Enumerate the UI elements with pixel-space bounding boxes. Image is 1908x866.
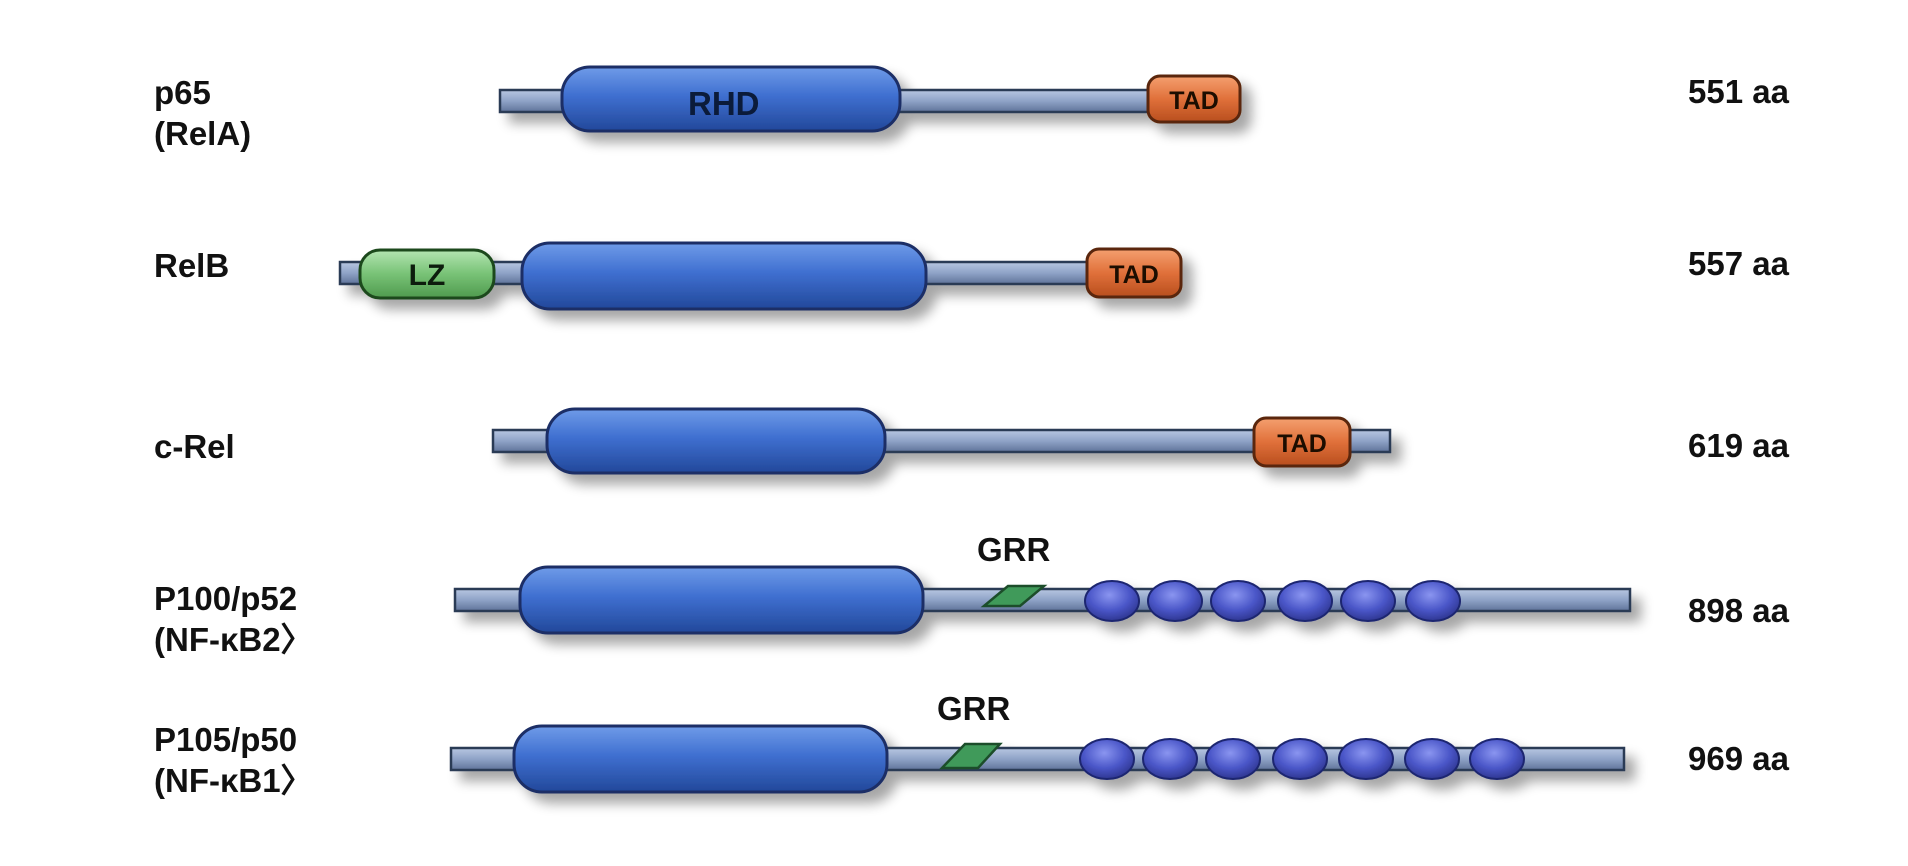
protein-name: P100/p52 [154,580,298,617]
ankyrin-repeat [1340,580,1396,622]
tad-label: TAD [1169,87,1219,115]
rhd-label: RHD [688,85,760,122]
ankyrin-repeats [1079,738,1525,780]
tad-label: TAD [1109,261,1159,289]
tad-domain [1252,416,1352,468]
lz-domain [358,248,496,300]
protein-label-p105: P105/p50 (NF-κB1〉 [154,719,314,801]
tad-domain [1146,74,1242,124]
length-label-c-rel: 619 aa [1688,427,1789,464]
ankyrin-repeat [1079,738,1135,780]
grr-label-p100: GRR [977,531,1051,568]
grr-label-p105: GRR [937,690,1011,727]
protein-name: P105/p50 [154,721,298,758]
ankyrin-repeat [1277,580,1333,622]
length-label-p105: 969 aa [1688,740,1789,777]
ankyrin-repeat [1405,580,1461,622]
grr-motif [939,742,1003,770]
tad-domain [1085,247,1183,299]
rhd-domain [518,565,925,635]
ankyrin-repeat [1205,738,1261,780]
protein-name: c-Rel [154,428,235,465]
protein-track-p100 [453,565,1632,635]
rhd-domain [545,407,887,475]
protein-alias: (NF-κB2〉 [154,621,314,658]
grr-motif [980,584,1048,608]
protein-track-relb: LZ TAD [338,241,1183,311]
protein-name: RelB [154,247,230,284]
length-label-p100: 898 aa [1688,592,1789,629]
protein-track-p65: TAD [498,65,1242,133]
ankyrin-repeats [1084,580,1461,622]
protein-alias: (RelA) [154,115,252,152]
length-label-relb: 557 aa [1688,245,1789,282]
ankyrin-repeat [1147,580,1203,622]
rhd-domain [512,724,889,794]
protein-track-c-rel: TAD [491,407,1392,475]
ankyrin-repeat [1272,738,1328,780]
ankyrin-repeat [1210,580,1266,622]
protein-alias: (NF-κB1〉 [154,762,314,799]
lz-label: LZ [409,259,446,292]
protein-name: p65 [154,74,211,111]
ankyrin-repeat [1084,580,1140,622]
rhd-domain [520,241,928,311]
ankyrin-repeat [1338,738,1394,780]
ankyrin-repeat [1404,738,1460,780]
ankyrin-repeat [1469,738,1525,780]
ankyrin-repeat [1142,738,1198,780]
tad-label: TAD [1277,430,1327,458]
rhd-domain [560,65,902,133]
length-label-p65: 551 aa [1688,73,1789,110]
protein-label-p100: P100/p52 (NF-κB2〉 [154,578,314,660]
protein-label-p65: p65 (RelA) [154,72,251,154]
protein-label-relb: RelB [154,245,229,286]
protein-track-p105 [449,724,1626,794]
protein-label-c-rel: c-Rel [154,426,235,467]
